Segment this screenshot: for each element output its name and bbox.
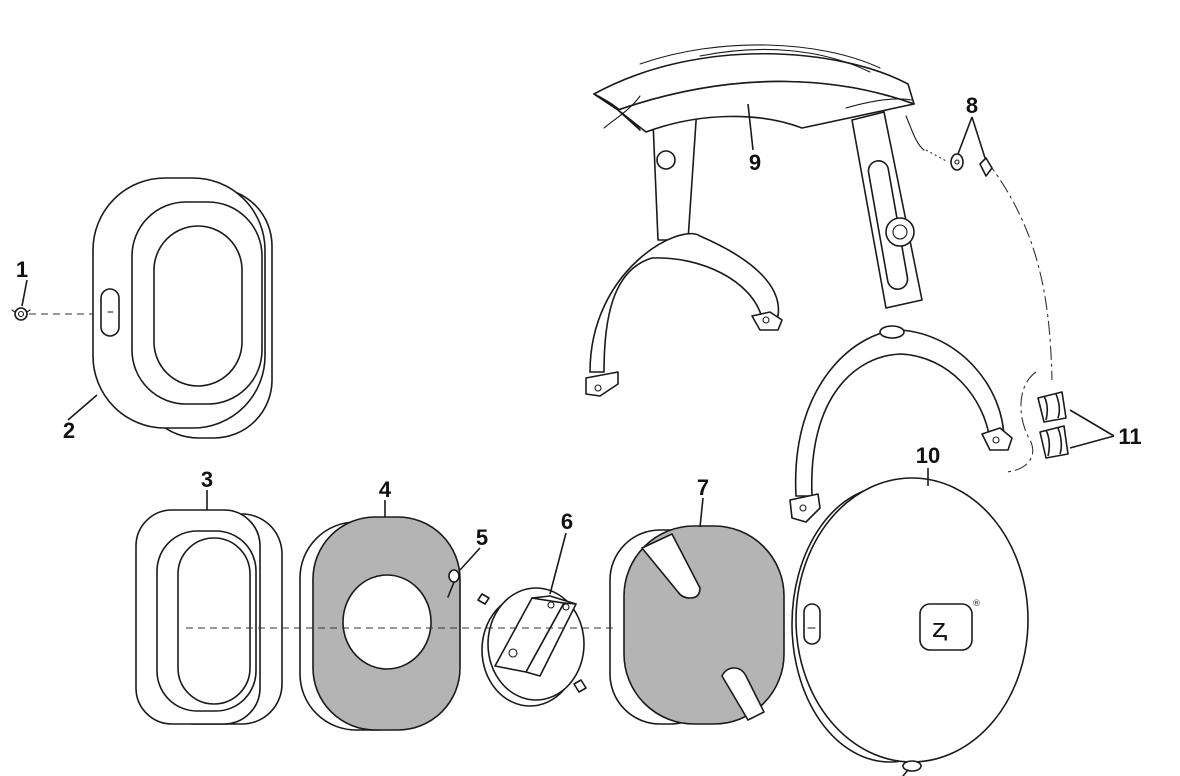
label-part-6: 6: [561, 509, 573, 534]
label-part-9: 9: [749, 150, 761, 175]
label-part-10: 10: [916, 443, 940, 468]
label-part-8: 8: [966, 93, 978, 118]
part-11-cable-clips: [1037, 391, 1069, 459]
part-3-cushion-ring: [135, 509, 283, 725]
label-part-4: 4: [379, 477, 392, 502]
label-part-5: 5: [476, 525, 488, 550]
label-part-11: 11: [1118, 424, 1141, 449]
label-part-1: 1: [16, 257, 28, 282]
part-2-ear-cushion: [92, 177, 273, 439]
cable-route-line: [985, 159, 1053, 381]
part-6-speaker-driver: [477, 587, 587, 707]
cable-route-line-lower: [1005, 371, 1037, 473]
part-9-headband: [585, 44, 1013, 523]
part-5-screw: [447, 569, 460, 598]
leader-lines: [21, 103, 1115, 595]
cup-logo-icon: ⱬ: [932, 614, 947, 644]
registered-mark: ®: [972, 599, 981, 609]
part-10-ear-cup: ⱬ ®: [791, 477, 1029, 776]
cable-end: [603, 95, 641, 129]
part-8-pins: [925, 149, 993, 177]
part-4-foam-ring: [299, 516, 461, 731]
part-7-slotted-foam: [609, 525, 785, 725]
label-part-3: 3: [201, 467, 213, 492]
label-part-2: 2: [63, 418, 75, 443]
part-1-clip: [11, 307, 31, 321]
label-part-7: 7: [697, 475, 709, 500]
